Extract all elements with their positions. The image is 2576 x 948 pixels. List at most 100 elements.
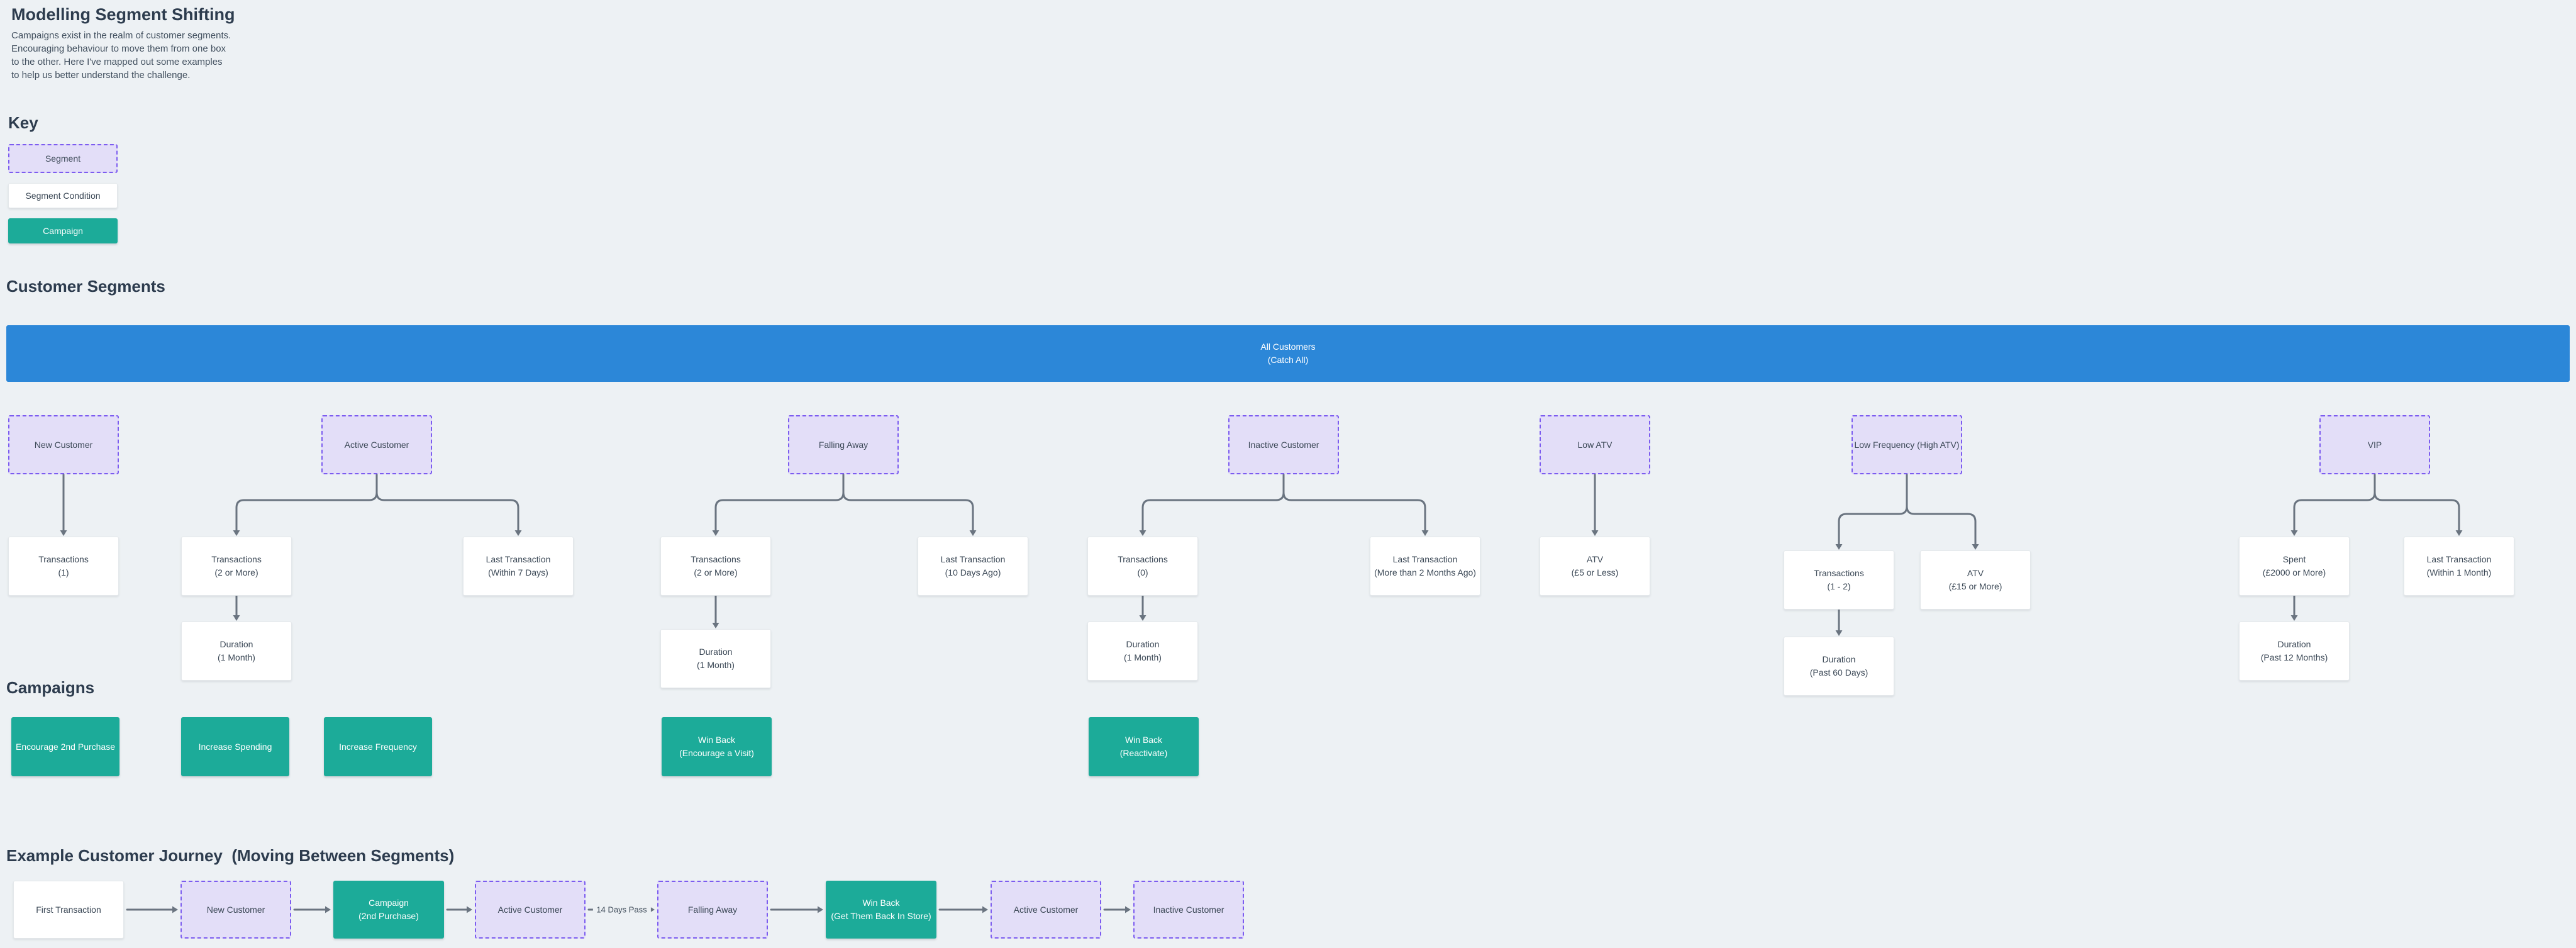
condition-duration-1-month-detail: (1 Month): [1124, 652, 1162, 662]
condition-transactions-1[interactable]: Transactions (1): [8, 537, 119, 596]
condition-transactions-1-detail: (1): [58, 567, 69, 577]
segment-inactive-customer[interactable]: Inactive Customer: [1228, 415, 1339, 474]
condition-transactions-2-or-more-label: Transactions: [691, 554, 741, 564]
segment-falling-away[interactable]: Falling Away: [788, 415, 899, 474]
segment-active-customer-label: Active Customer: [344, 439, 409, 450]
key-heading: Key: [8, 113, 38, 132]
segment-vip[interactable]: VIP: [2319, 415, 2430, 474]
segment-low-frequency-high-atv[interactable]: Low Frequency (High ATV): [1852, 415, 1962, 474]
key-segment-condition-label: Segment Condition: [25, 190, 101, 201]
condition-transactions-2-or-more[interactable]: Transactions(2 or More): [181, 537, 292, 596]
campaign-encourage-2nd-purchase[interactable]: Encourage 2nd Purchase: [11, 717, 119, 776]
condition-duration-past-12-months-label: Duration: [2277, 639, 2311, 649]
condition-last-transaction-within-1-month[interactable]: Last Transaction (Within 1 Month): [2404, 537, 2514, 596]
key-segment-swatch[interactable]: Segment: [8, 144, 118, 173]
condition-duration-past-60-days-label: Duration: [1822, 654, 1856, 664]
segment-falling-away-label: Falling Away: [818, 439, 869, 450]
condition-duration-past-12-months-detail: (Past 12 Months): [2260, 652, 2328, 662]
condition-last-transaction-within-7-days[interactable]: Last Transaction(Within 7 Days): [463, 537, 574, 596]
condition-transactions-1-2[interactable]: Transactions (1 - 2): [1784, 550, 1894, 610]
condition-duration-1-month-detail: (1 Month): [218, 652, 255, 662]
all-customers-name: All Customers: [1260, 342, 1316, 352]
condition-last-transaction-more-than-2-months-ago-label: Last Transaction: [1392, 554, 1458, 564]
condition-duration-1-month[interactable]: Duration (1 Month): [1087, 622, 1198, 681]
key-campaign-label: Campaign: [43, 225, 83, 236]
condition-duration-1-month-detail: (1 Month): [697, 660, 735, 670]
journey-2-new-customer-label: New Customer: [206, 904, 265, 915]
condition-atv-15-or-more[interactable]: ATV(£15 or More): [1920, 550, 2031, 610]
campaign-increase-spending-label: Increase Spending: [198, 741, 272, 752]
condition-transactions-0-label: Transactions: [1118, 554, 1168, 564]
journey-2-new-customer[interactable]: New Customer: [180, 881, 291, 939]
campaign-win-back-encourage-a-visit[interactable]: Win Back(Encourage a Visit): [662, 717, 772, 776]
journey-8-inactive-customer[interactable]: Inactive Customer: [1133, 881, 1244, 939]
key-segment-condition-swatch[interactable]: Segment Condition: [8, 183, 118, 208]
condition-transactions-0[interactable]: Transactions(0): [1087, 537, 1198, 596]
key-segment-label: Segment: [45, 153, 81, 164]
condition-last-transaction-more-than-2-months-ago-detail: (More than 2 Months Ago): [1374, 567, 1476, 577]
condition-last-transaction-within-7-days-label: Last Transaction: [486, 554, 551, 564]
campaign-increase-frequency[interactable]: Increase Frequency: [324, 717, 432, 776]
condition-transactions-1-label: Transactions: [38, 554, 89, 564]
journey-3-campaign-2nd-purchase-label: Campaign: [369, 898, 409, 908]
journey-4-active-customer-label: Active Customer: [497, 904, 563, 915]
journey-3-campaign-2nd-purchase[interactable]: Campaign (2nd Purchase): [333, 881, 444, 939]
segment-low-frequency-high-atv-label: Low Frequency (High ATV): [1854, 439, 1960, 450]
segment-new-customer[interactable]: New Customer: [8, 415, 119, 474]
campaign-win-back-reactivate[interactable]: Win Back (Reactivate): [1089, 717, 1199, 776]
segment-active-customer[interactable]: Active Customer: [321, 415, 432, 474]
condition-last-transaction-10-days-ago-detail: (10 Days Ago): [945, 567, 1001, 577]
campaign-win-back-reactivate-label: Win Back: [1124, 735, 1163, 745]
journey-4-active-customer[interactable]: Active Customer: [475, 881, 586, 939]
condition-duration-past-12-months[interactable]: Duration (Past 12 Months): [2239, 622, 2350, 681]
segment-low-atv[interactable]: Low ATV: [1540, 415, 1650, 474]
condition-transactions-1-2-detail: (1 - 2): [1827, 581, 1851, 591]
key-campaign-swatch[interactable]: Campaign: [8, 218, 118, 243]
journey-3-campaign-2nd-purchase-detail: (2nd Purchase): [358, 911, 419, 921]
segment-inactive-customer-label: Inactive Customer: [1248, 439, 1319, 450]
campaign-increase-spending[interactable]: Increase Spending: [181, 717, 289, 776]
condition-atv-5-or-less[interactable]: ATV(£5 or Less): [1540, 537, 1650, 596]
condition-duration-past-60-days[interactable]: Duration (Past 60 Days): [1784, 637, 1894, 696]
condition-atv-15-or-more-detail: (£15 or More): [1948, 581, 2002, 591]
segment-low-atv-label: Low ATV: [1577, 439, 1613, 450]
condition-last-transaction-10-days-ago[interactable]: Last Transaction (10 Days Ago): [918, 537, 1028, 596]
journey-7-active-customer-label: Active Customer: [1013, 904, 1079, 915]
condition-duration-1-month[interactable]: Duration (1 Month): [181, 622, 292, 681]
condition-duration-1-month-label: Duration: [219, 639, 253, 649]
condition-transactions-2-or-more-label: Transactions: [211, 554, 262, 564]
condition-atv-5-or-less-detail: (£5 or Less): [1571, 567, 1619, 577]
condition-last-transaction-within-1-month-detail: (Within 1 Month): [2426, 567, 2492, 577]
segment-new-customer-label: New Customer: [34, 439, 93, 450]
condition-duration-1-month-label: Duration: [1126, 639, 1160, 649]
campaign-win-back-encourage-a-visit-detail: (Encourage a Visit): [679, 748, 754, 758]
condition-last-transaction-more-than-2-months-ago[interactable]: Last Transaction (More than 2 Months Ago): [1370, 537, 1480, 596]
segment-vip-label: VIP: [2367, 439, 2382, 450]
condition-transactions-2-or-more-detail: (2 or More): [694, 567, 738, 577]
condition-last-transaction-within-1-month-label: Last Transaction: [2426, 554, 2492, 564]
campaign-win-back-reactivate-detail: (Reactivate): [1119, 748, 1168, 758]
page-title: Modelling Segment Shifting: [11, 5, 235, 24]
journey-6-win-back-get-them-back-in-store-label: Win Back: [862, 898, 900, 908]
journey-8-inactive-customer-label: Inactive Customer: [1153, 904, 1224, 915]
all-customers-detail: (Catch All): [1267, 355, 1309, 365]
condition-duration-past-60-days-detail: (Past 60 Days): [1809, 667, 1868, 678]
condition-spent-2000-or-more[interactable]: Spent (£2000 or More): [2239, 537, 2350, 596]
segment-all-customers[interactable]: All Customers (Catch All): [6, 325, 2570, 382]
journey-7-active-customer[interactable]: Active Customer: [991, 881, 1101, 939]
condition-duration-1-month[interactable]: Duration (1 Month): [660, 629, 771, 688]
campaign-encourage-2nd-purchase-label: Encourage 2nd Purchase: [16, 741, 115, 752]
condition-transactions-2-or-more[interactable]: Transactions (2 or More): [660, 537, 771, 596]
journey-5-falling-away[interactable]: Falling Away: [657, 881, 768, 939]
journey-arrow-label: 14 Days Pass: [592, 905, 651, 915]
condition-transactions-1-2-label: Transactions: [1814, 568, 1864, 578]
journey-6-win-back-get-them-back-in-store-detail: (Get Them Back In Store): [831, 911, 931, 921]
journey-6-win-back-get-them-back-in-store[interactable]: Win Back (Get Them Back In Store): [826, 881, 936, 939]
condition-spent-2000-or-more-detail: (£2000 or More): [2262, 567, 2326, 577]
journey-5-falling-away-label: Falling Away: [687, 904, 738, 915]
condition-spent-2000-or-more-label: Spent: [2282, 554, 2306, 564]
condition-duration-1-month-label: Duration: [699, 647, 733, 657]
condition-last-transaction-10-days-ago-label: Last Transaction: [940, 554, 1006, 564]
journey-1-first-transaction[interactable]: First Transaction: [13, 881, 124, 939]
